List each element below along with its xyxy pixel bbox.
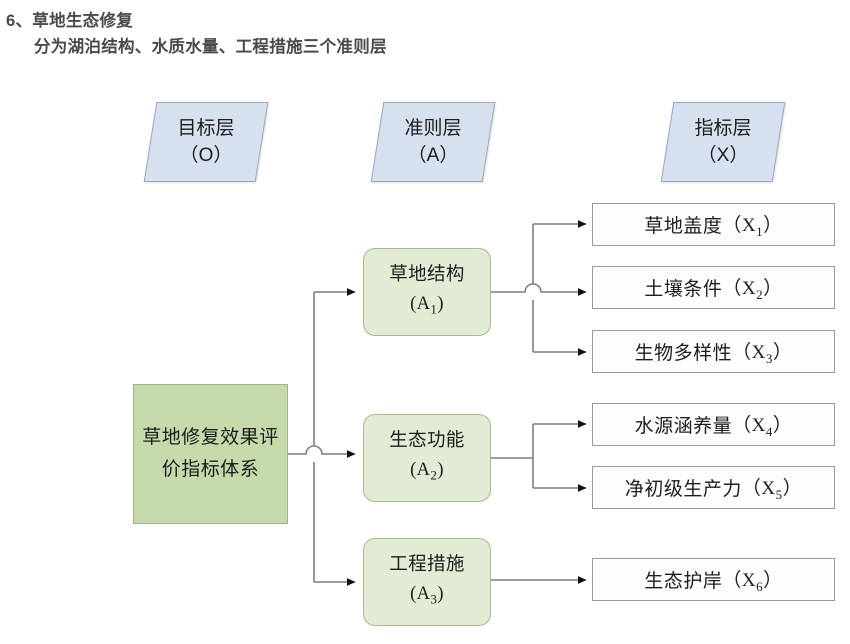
criterion-node-a1[interactable]: 草地结构 (A1)	[363, 248, 491, 336]
layer-header-criterion-code: （A）	[407, 145, 459, 166]
layer-header-indicator: 指标层 （X）	[660, 102, 786, 182]
layer-header-criterion: 准则层 （A）	[370, 102, 496, 182]
goal-node-label: 草地修复效果评价指标体系	[142, 427, 279, 480]
criterion-node-a2-code: (A2)	[410, 459, 444, 483]
layer-header-goal-code: （O）	[179, 145, 233, 166]
indicator-node-x4-label: 水源涵养量	[634, 416, 733, 437]
indicator-node-x1[interactable]: 草地盖度 （X1）	[592, 203, 835, 246]
indicator-node-x6-code: （X6）	[722, 569, 783, 594]
criterion-node-a1-code: (A1)	[410, 293, 444, 317]
indicator-node-x4[interactable]: 水源涵养量 （X4）	[592, 403, 835, 446]
indicator-node-x6-label: 生态护岸	[644, 571, 723, 592]
criterion-node-a3-code: (A3)	[410, 583, 444, 607]
layer-header-goal: 目标层 （O）	[143, 102, 269, 182]
layer-header-indicator-title: 指标层	[694, 118, 752, 139]
indicator-node-x5[interactable]: 净初级生产力 （X5）	[592, 466, 835, 509]
layer-header-goal-title: 目标层	[177, 118, 235, 139]
indicator-node-x6[interactable]: 生态护岸 （X6）	[592, 558, 835, 601]
layer-header-indicator-code: （X）	[697, 145, 749, 166]
indicator-node-x1-label: 草地盖度	[644, 216, 723, 237]
indicator-node-x2-label: 土壤条件	[644, 279, 723, 300]
indicator-node-x2-code: （X2）	[722, 277, 783, 302]
indicator-node-x5-label: 净初级生产力	[624, 479, 742, 500]
criterion-node-a2-label: 生态功能	[389, 430, 465, 451]
indicator-node-x3-label: 生物多样性	[634, 343, 733, 364]
indicator-node-x1-code: （X1）	[722, 214, 783, 239]
criterion-node-a3[interactable]: 工程措施 (A3)	[363, 538, 491, 626]
criterion-node-a2[interactable]: 生态功能 (A2)	[363, 414, 491, 502]
indicator-node-x2[interactable]: 土壤条件 （X2）	[592, 266, 835, 309]
layer-header-criterion-title: 准则层	[404, 118, 462, 139]
heading-line-2: 分为湖泊结构、水质水量、工程措施三个准则层	[34, 38, 387, 56]
criterion-node-a3-label: 工程措施	[389, 554, 465, 575]
heading-block: 6、草地生态修复 分为湖泊结构、水质水量、工程措施三个准则层	[0, 0, 850, 60]
heading-line-1: 6、草地生态修复	[6, 12, 134, 30]
goal-node[interactable]: 草地修复效果评价指标体系	[133, 384, 288, 524]
indicator-node-x4-code: （X4）	[732, 414, 793, 439]
indicator-node-x3[interactable]: 生物多样性 （X3）	[592, 330, 835, 373]
indicator-node-x3-code: （X3）	[732, 341, 793, 366]
criterion-node-a1-label: 草地结构	[389, 264, 465, 285]
indicator-node-x5-code: （X5）	[741, 477, 803, 502]
